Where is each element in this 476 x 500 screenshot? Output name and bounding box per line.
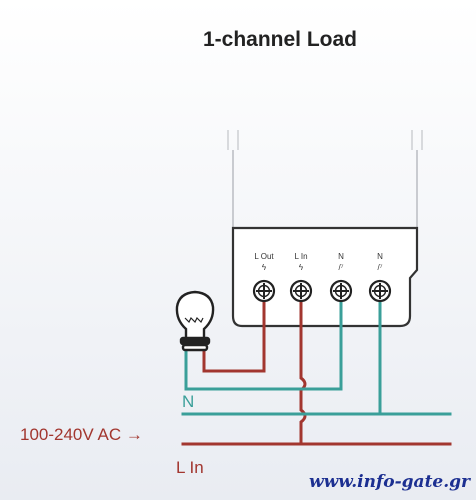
diagram-title: 1-channel Load <box>202 28 358 51</box>
terminal-screw-4 <box>368 279 392 303</box>
terminal-label-3: N <box>338 252 344 261</box>
wire-bulb-neutral <box>184 350 343 391</box>
terminal-symbol-2: ϟ <box>299 263 304 272</box>
wire-l-in <box>299 298 307 446</box>
watermark: www.info-gate.gr <box>309 472 470 492</box>
terminal-screw-2 <box>289 279 313 303</box>
supply-voltage-label: 100-240V AC → <box>20 425 143 444</box>
terminal-label-4: N <box>377 252 383 261</box>
smart-switch-device <box>231 226 419 328</box>
terminal-symbol-3: /⁷ <box>338 263 343 272</box>
line-in-label: L In <box>176 458 204 477</box>
terminal-symbol-4: /⁷ <box>377 263 382 272</box>
terminal-labels: L Out ϟ L In ϟ N/⁷ N/⁷ <box>254 252 383 272</box>
terminal-screw-3 <box>329 279 353 303</box>
wire-l-out <box>202 298 266 373</box>
terminal-symbol-1: ϟ <box>262 263 267 272</box>
terminal-label-2: L In <box>294 252 307 261</box>
terminal-screw-1 <box>252 279 276 303</box>
device-mount-outline <box>227 130 423 228</box>
light-bulb-icon <box>175 290 215 352</box>
terminal-label-1: L Out <box>254 252 274 261</box>
terminal-screws <box>252 279 392 303</box>
neutral-label: N <box>182 392 195 411</box>
